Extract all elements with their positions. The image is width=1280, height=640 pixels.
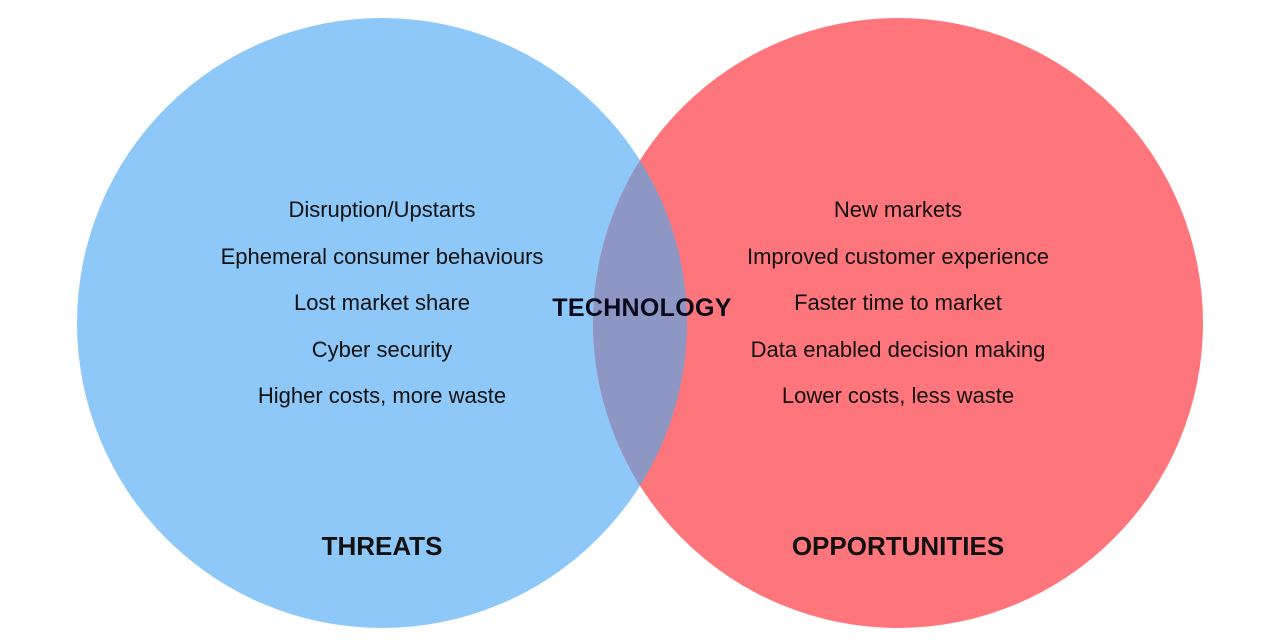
opportunities-list: New markets Improved customer experience… — [638, 192, 1158, 425]
opportunities-circle — [593, 18, 1203, 628]
threats-list: Disruption/Upstarts Ephemeral consumer b… — [122, 192, 642, 425]
threat-item: Lost market share — [293, 290, 471, 315]
opportunity-item: Improved customer experience — [746, 243, 1050, 269]
opportunity-item: New markets — [833, 197, 963, 222]
opportunity-item: Lower costs, less waste — [781, 383, 1015, 408]
threats-circle — [77, 18, 687, 628]
threat-item: Cyber security — [311, 336, 453, 362]
threats-label: THREATS — [321, 531, 443, 561]
threat-item: Higher costs, more waste — [257, 383, 507, 408]
opportunity-item: Data enabled decision making — [750, 336, 1046, 362]
technology-label: TECHNOLOGY — [552, 294, 732, 322]
opportunity-item: Faster time to market — [794, 290, 1002, 315]
threat-item: Disruption/Upstarts — [288, 197, 476, 222]
opportunities-label: OPPORTUNITIES — [791, 531, 1005, 561]
threat-item: Ephemeral consumer behaviours — [220, 243, 544, 269]
